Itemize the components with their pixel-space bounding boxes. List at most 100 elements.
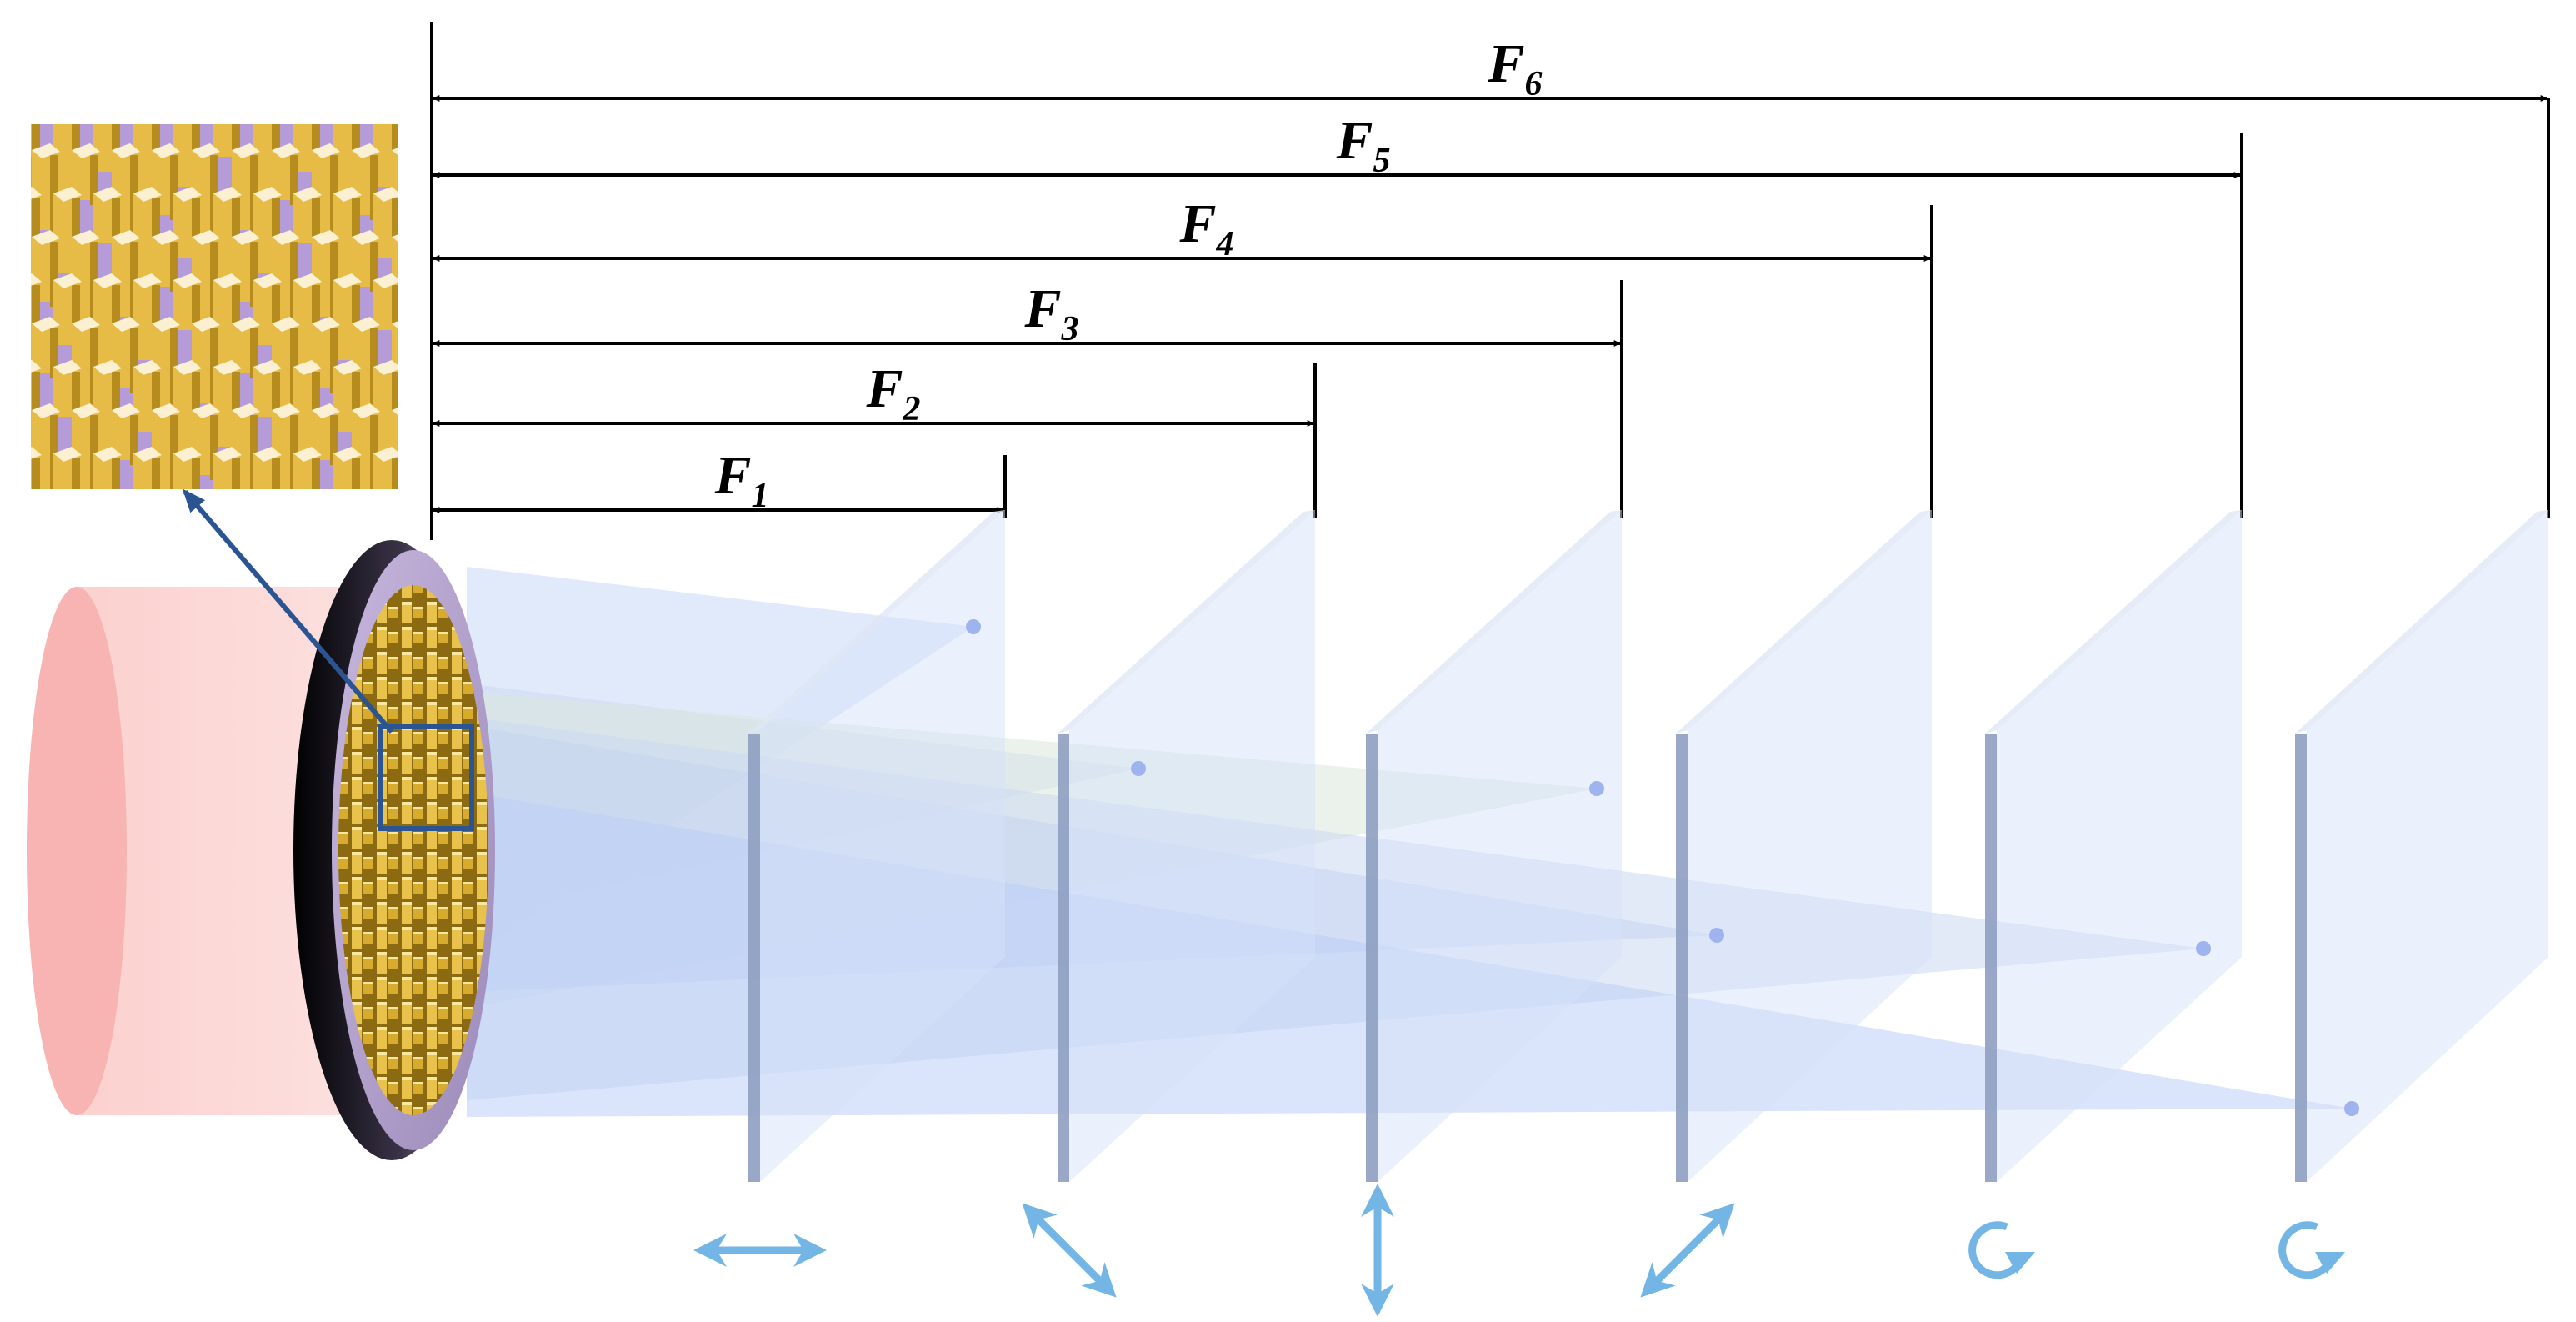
plane-face [1069,510,1315,1182]
inset-pillar-side [53,367,72,417]
focal-spot-4 [1709,928,1724,943]
metasurface-lens [293,540,495,1160]
inset-pillar-top [232,317,260,332]
inset-pillar-shadow [50,242,58,307]
inset-pillar-top [392,408,398,416]
inset-pillar-shadow [392,285,398,335]
inset-pillar-top [293,100,322,115]
inset-pillar-top [373,447,398,462]
inset-pillar-shadow [192,458,200,490]
circular-arc [1968,1221,2026,1279]
inset-pillar-top [253,360,282,375]
inset-pillar-top [173,447,202,462]
inset-pillar-shadow [410,155,418,265]
inset-pillar-side [152,237,170,287]
inset-pillar-top [253,187,282,202]
diagonal-plus45-linear-arrow-icon [1640,1203,1735,1298]
pillar-fill [338,585,488,1115]
inset-pillar-top [272,143,300,158]
inset-pillar-top [352,230,380,245]
inset-pillar-top [112,230,140,245]
inset-pillar-top [133,447,162,462]
inset-pillar-top [373,273,398,288]
inset-pillar-shadow [72,285,80,350]
beam-end-face [27,587,127,1115]
inset-pillar-shadow [112,198,120,248]
metasurface-inset-zoom [29,100,418,734]
inset-pillar-shadow [170,242,178,292]
inset-pillar-top [72,143,100,158]
focal-length-label: F6 [1487,33,1542,103]
inset-pillar-shadow [232,458,240,490]
inset-pillar-top [293,187,322,202]
inset-pillar-shadow [312,198,320,248]
inset-pillar-side [293,193,312,243]
inset-pillar-shadow [352,372,360,437]
inset-pillar-top [373,100,402,115]
diagonal-minus45-linear-arrow-icon [1022,1203,1117,1298]
plane-face [1378,510,1622,1182]
focal-spot-6 [2344,1101,2359,1116]
inset-pillar-top [32,403,60,418]
inset-pillar-top [213,360,242,375]
polarization-icons [693,1184,2345,1317]
inset-pillar-side [133,453,152,490]
inset-pillar-top [53,100,82,115]
plane-top-edge [1676,510,1932,734]
zoom-region-box [378,724,474,831]
inset-pillar-top [32,143,60,158]
inset-pillar-top [30,447,42,460]
inset-pillar-shadow [192,198,200,263]
inset-pillar-shadow [112,458,120,490]
inset-pillar-top [173,360,202,375]
plane-top-edge [1058,510,1315,734]
focal-length-1: F1 [433,445,1007,518]
inset-pillar-shadow [392,198,398,263]
inset-pillar-shadow [90,155,98,205]
plane-side-edge [1676,734,1688,1182]
inset-pillar-shadow [272,458,280,490]
inset-pillar-top [312,143,340,158]
inset-pillar-top [272,403,300,418]
plane-face [1688,510,1932,1182]
inset-pillar-shadow [330,328,338,393]
focal-length-2: F2 [433,358,1317,518]
focal-spot-1 [966,619,981,634]
inset-pillar-shadow [312,458,320,490]
inset-pillar-top [213,273,242,288]
inset-pillar-top [192,403,220,418]
focal-plane-3 [1366,510,1622,1182]
inset-pillar-shadow [250,328,258,378]
focal-length-label: F2 [865,358,920,428]
inset-pillar-side [213,453,232,490]
focal-length-5: F5 [433,110,2243,518]
inset-pillar-shadow [250,415,258,490]
focal-length-label: F3 [1023,278,1078,348]
inset-pillar-top [192,143,220,158]
inset-pillar-shadow [392,458,398,490]
inset-pillar-side [373,280,392,330]
inset-pillar-side [112,410,130,460]
inset-pillar-top [232,403,260,418]
inset-pillar-shadow [152,372,160,437]
inset-pillar-top [112,317,140,332]
inset-pillar-side [253,453,272,490]
inset-pillar-top [373,360,398,375]
inset-pillar-shadow [290,155,298,205]
inset-pillar-top [133,360,162,375]
inset-pillar-top [173,187,202,202]
inset-pillar-top [133,100,162,115]
inset-image [30,100,418,490]
inset-pillar-top [72,230,100,245]
inset-pillar-top [293,360,322,375]
plane-face [2307,510,2548,1182]
inset-pillar-top [93,273,122,288]
inset-pillar-top [213,447,242,462]
inset-pillar-side [30,123,32,157]
circular-arrowhead [2005,1252,2035,1274]
inset-pillar-side [312,410,330,460]
inset-pillar-side [30,193,32,303]
focal-length-4: F4 [433,193,1933,518]
inset-pillar-top [333,273,362,288]
inset-pillar-side [72,150,90,200]
